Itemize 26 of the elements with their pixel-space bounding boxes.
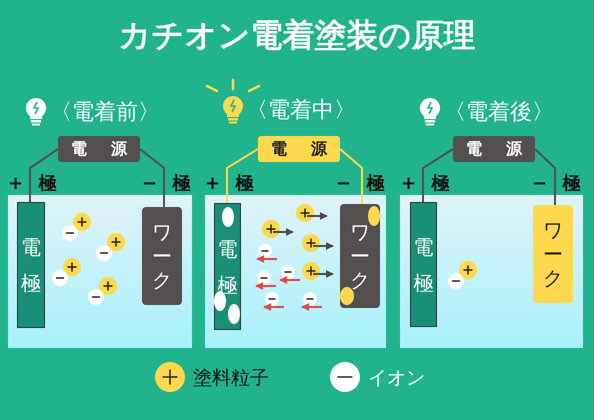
electrode-plate: 電極 [410,202,437,327]
wire [422,148,454,202]
panel-heading: 〈電着前〉 [50,99,160,127]
wire [534,148,556,205]
panel-heading: 〈電着中〉 [246,97,356,125]
power-supply-box: 電 源 [258,136,340,162]
power-supply-box: 電 源 [453,136,535,162]
power-supply-box: 電 源 [58,136,140,162]
panel-heading: 〈電着後〉 [444,99,554,127]
legend-label: イオン [368,366,425,391]
polarity-label: − 極 [532,172,580,195]
title: カチオン電着塗装の原理 [118,15,476,56]
wire [139,148,165,207]
wire [339,148,363,204]
polarity-label: − 極 [142,172,190,195]
workpiece: ワーク [142,207,182,305]
polarity-label: − 極 [336,172,384,195]
polarity-label: + 極 [401,172,450,195]
legend-label: 塗料粒子 [193,366,269,391]
workpiece: ワーク [340,204,380,308]
wire [29,148,59,202]
wire [226,148,259,203]
electrode-plate: 電極 [17,202,45,328]
workpiece: ワーク [533,205,573,303]
polarity-label: + 極 [205,172,254,195]
polarity-label: + 極 [8,172,56,195]
